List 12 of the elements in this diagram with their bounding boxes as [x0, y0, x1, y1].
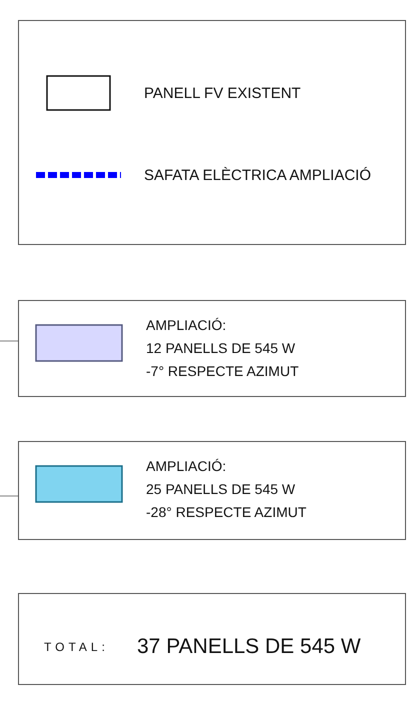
total-label: TOTAL:: [44, 639, 109, 656]
panel-description: 25 PANELLS DE 545 W -28° RESPECTE AZIMUT: [146, 480, 308, 522]
legend-box: [18, 300, 406, 397]
connector-line: [0, 340, 18, 342]
total-value: 37 PANELLS DE 545 W: [137, 634, 361, 660]
total-box: [18, 593, 406, 685]
panel-heading: AMPLIACIÓ:: [146, 457, 226, 476]
legend-label: PANELL FV EXISTENT: [144, 84, 301, 104]
legend-box: [18, 441, 406, 540]
panel-heading: AMPLIACIÓ:: [146, 316, 226, 335]
legend-label: SAFATA ELÈCTRICA AMPLIACIÓ: [144, 166, 372, 186]
panel-description: 12 PANELLS DE 545 W -7° RESPECTE AZIMUT: [146, 339, 300, 381]
